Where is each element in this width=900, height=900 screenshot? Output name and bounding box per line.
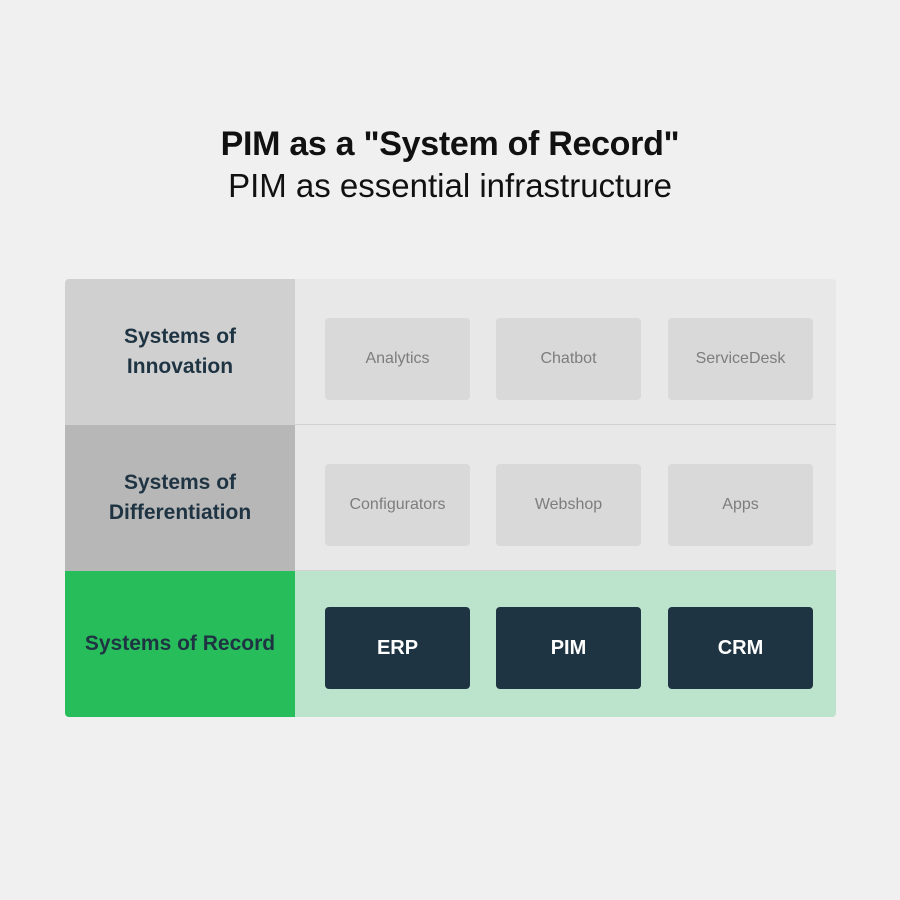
tier-label-line2: Innovation: [126, 355, 234, 378]
header: PIM as a "System of Record" PIM as essen…: [0, 122, 900, 206]
system-box-analytics: Analytics: [325, 318, 470, 400]
system-box-erp: ERP: [325, 607, 470, 689]
tier-label-innovation: Systems of Innovation: [65, 279, 295, 425]
system-box-chatbot: Chatbot: [496, 318, 641, 400]
tier-label-line1: Systems of Record: [84, 632, 276, 655]
tier-items-record: ERP PIM CRM: [295, 571, 836, 717]
tier-systems-of-differentiation: Systems of Differentiation Configurators…: [65, 425, 836, 571]
tier-systems-of-record: Systems of Record ERP PIM CRM: [65, 571, 836, 717]
system-box-configurators: Configurators: [325, 464, 470, 546]
system-box-pim: PIM: [496, 607, 641, 689]
page-subtitle: PIM as essential infrastructure: [228, 167, 672, 204]
tier-label-differentiation: Systems of Differentiation: [65, 425, 295, 571]
tier-label-record: Systems of Record: [65, 571, 295, 717]
system-box-crm: CRM: [668, 607, 813, 689]
system-box-webshop: Webshop: [496, 464, 641, 546]
tier-label-line1: Systems of: [123, 471, 237, 494]
system-box-apps: Apps: [668, 464, 813, 546]
page-title: PIM as a "System of Record": [220, 125, 680, 163]
tier-items-innovation: Analytics Chatbot ServiceDesk: [295, 279, 836, 425]
tier-label-line2: Differentiation: [108, 501, 252, 524]
system-box-servicedesk: ServiceDesk: [668, 318, 813, 400]
tier-systems-of-innovation: Systems of Innovation Analytics Chatbot …: [65, 279, 836, 425]
tier-items-differentiation: Configurators Webshop Apps: [295, 425, 836, 571]
tier-label-line1: Systems of: [123, 325, 237, 348]
systems-layer-diagram: Systems of Innovation Analytics Chatbot …: [65, 279, 836, 717]
